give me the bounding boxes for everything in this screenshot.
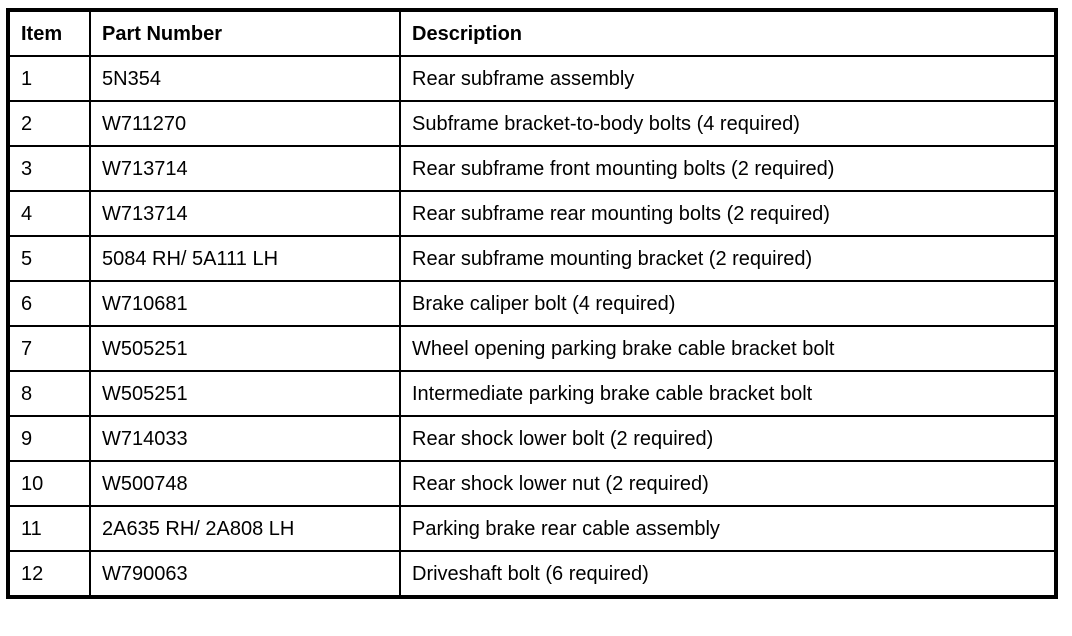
table-header-row: Item Part Number Description bbox=[7, 9, 1057, 57]
description-cell: Rear subframe rear mounting bolts (2 req… bbox=[399, 190, 1057, 237]
description-cell: Parking brake rear cable assembly bbox=[399, 505, 1057, 552]
description-cell: Brake caliper bolt (4 required) bbox=[399, 280, 1057, 327]
part-number-cell: W790063 bbox=[89, 550, 401, 598]
part-number-cell: 2A635 RH/ 2A808 LH bbox=[89, 505, 401, 552]
item-cell: 8 bbox=[7, 370, 91, 417]
item-cell: 5 bbox=[7, 235, 91, 282]
description-cell: Intermediate parking brake cable bracket… bbox=[399, 370, 1057, 417]
description-cell: Rear shock lower bolt (2 required) bbox=[399, 415, 1057, 462]
item-cell: 2 bbox=[7, 100, 91, 147]
column-header-description: Description bbox=[399, 9, 1057, 57]
item-cell: 11 bbox=[7, 505, 91, 552]
part-number-cell: W505251 bbox=[89, 370, 401, 417]
description-cell: Rear subframe assembly bbox=[399, 55, 1057, 102]
description-cell: Rear subframe mounting bracket (2 requir… bbox=[399, 235, 1057, 282]
part-number-cell: W714033 bbox=[89, 415, 401, 462]
part-number-cell: 5N354 bbox=[89, 55, 401, 102]
part-number-cell: W500748 bbox=[89, 460, 401, 507]
item-cell: 6 bbox=[7, 280, 91, 327]
description-cell: Driveshaft bolt (6 required) bbox=[399, 550, 1057, 598]
part-number-cell: W710681 bbox=[89, 280, 401, 327]
item-cell: 12 bbox=[7, 550, 91, 598]
item-cell: 10 bbox=[7, 460, 91, 507]
description-cell: Wheel opening parking brake cable bracke… bbox=[399, 325, 1057, 372]
part-number-cell: W711270 bbox=[89, 100, 401, 147]
column-header-item: Item bbox=[7, 9, 91, 57]
part-number-cell: W713714 bbox=[89, 145, 401, 192]
description-cell: Rear shock lower nut (2 required) bbox=[399, 460, 1057, 507]
part-number-cell: 5084 RH/ 5A111 LH bbox=[89, 235, 401, 282]
description-cell: Rear subframe front mounting bolts (2 re… bbox=[399, 145, 1057, 192]
column-header-part-number: Part Number bbox=[89, 9, 401, 57]
item-cell: 4 bbox=[7, 190, 91, 237]
item-cell: 1 bbox=[7, 55, 91, 102]
part-number-cell: W713714 bbox=[89, 190, 401, 237]
part-number-cell: W505251 bbox=[89, 325, 401, 372]
item-cell: 9 bbox=[7, 415, 91, 462]
item-cell: 7 bbox=[7, 325, 91, 372]
description-cell: Subframe bracket-to-body bolts (4 requir… bbox=[399, 100, 1057, 147]
item-cell: 3 bbox=[7, 145, 91, 192]
